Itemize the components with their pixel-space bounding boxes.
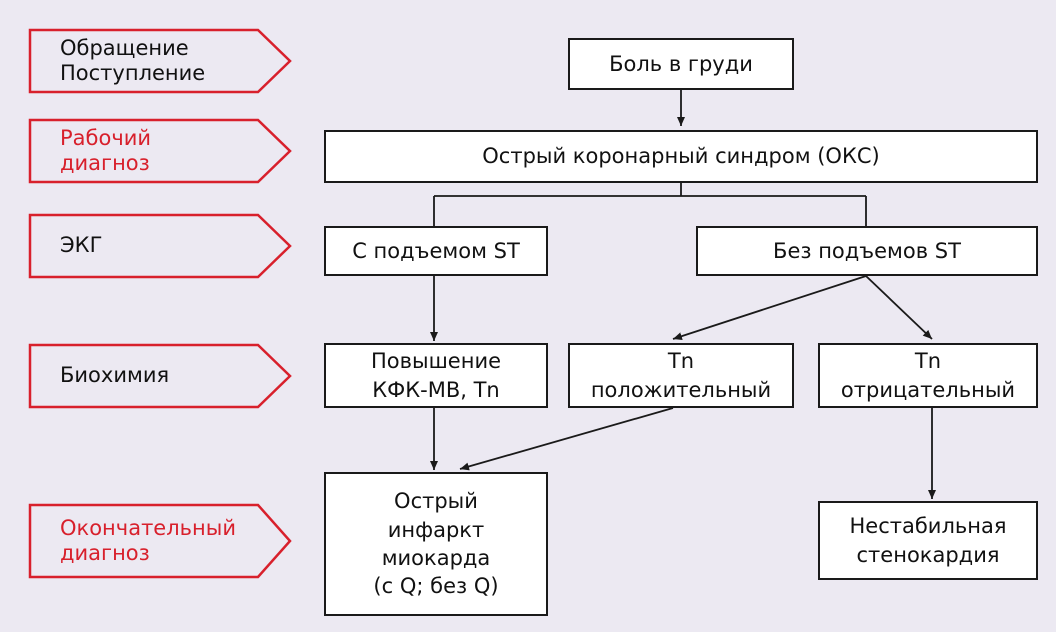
node-text-line: КФК-МВ, Tn <box>372 377 500 402</box>
stage-arrow-outline-1 <box>28 28 292 94</box>
stage-label-line: Поступление <box>60 61 206 85</box>
stage-label-line: Биохимия <box>60 363 170 388</box>
stage-arrow-outline-5 <box>28 503 292 579</box>
stage-label-line: Обращение <box>60 35 189 60</box>
node-text-line: Острый <box>394 489 478 514</box>
node-text: Нестабильная стенокардия <box>850 512 1007 569</box>
connector-acs-split <box>433 183 867 226</box>
stage-label-line: диагноз <box>60 151 150 175</box>
node-text-line: отрицательный <box>840 377 1016 402</box>
node-text-line: миокарда <box>381 546 491 570</box>
node-text-line: стенокардия <box>856 542 1000 567</box>
stage-arrow-outline-4 <box>28 343 292 409</box>
node-text-line: С подъемом ST <box>352 238 520 263</box>
connector-nost-to-tnneg <box>865 275 933 340</box>
node-text-line: Боль в груди <box>609 51 753 76</box>
node-no-st-elevation: Без подъемов ST <box>696 226 1038 276</box>
node-unstable-angina: Нестабильная стенокардия <box>818 501 1038 580</box>
node-text-line: Острый коронарный синдром (ОКС) <box>482 144 880 169</box>
stage-label-ecg: ЭКГ <box>30 215 258 277</box>
stage-label-line: диагноз <box>60 541 150 565</box>
node-text-line: Повышение <box>370 349 502 374</box>
stage-arrow-outline-2 <box>28 118 292 184</box>
node-text-line: положительный <box>590 377 772 402</box>
node-text: С подъемом ST <box>352 237 520 265</box>
node-text-line: Без подъемов ST <box>773 238 961 263</box>
node-chest-pain: Боль в груди <box>568 38 794 90</box>
stage-label-line: ЭКГ <box>60 233 103 258</box>
node-text: Tn положительный <box>591 347 771 404</box>
node-tn-positive: Tn положительный <box>568 343 794 408</box>
stage-label-biochemistry: Биохимия <box>30 345 258 407</box>
node-st-elevation: С подъемом ST <box>324 226 548 276</box>
node-text-line: инфаркт <box>387 517 485 542</box>
node-text-line: Tn <box>914 349 942 374</box>
node-text: Tn отрицательный <box>841 347 1015 404</box>
stage-label-line: Окончательный <box>60 515 236 540</box>
node-text-line: (с Q; без Q) <box>373 574 499 599</box>
node-tn-negative: Tn отрицательный <box>818 343 1038 408</box>
node-text: Боль в груди <box>609 50 753 78</box>
connector-nost-to-tnpos <box>672 275 867 341</box>
node-text-line: Tn <box>667 349 695 374</box>
stage-arrow-outline-3 <box>28 213 292 279</box>
node-text: Острый коронарный синдром (ОКС) <box>482 142 879 170</box>
node-text-line: Нестабильная <box>849 514 1007 539</box>
node-acute-myocardial-infarction: Острый инфаркт миокарда (с Q; без Q) <box>324 472 548 616</box>
node-text: Без подъемов ST <box>773 237 961 265</box>
connector-tnpos-to-mi <box>459 407 674 471</box>
node-text: Острый инфаркт миокарда (с Q; без Q) <box>373 487 498 600</box>
node-acute-coronary-syndrome: Острый коронарный синдром (ОКС) <box>324 130 1038 183</box>
stage-label-line: Рабочий <box>60 125 152 150</box>
